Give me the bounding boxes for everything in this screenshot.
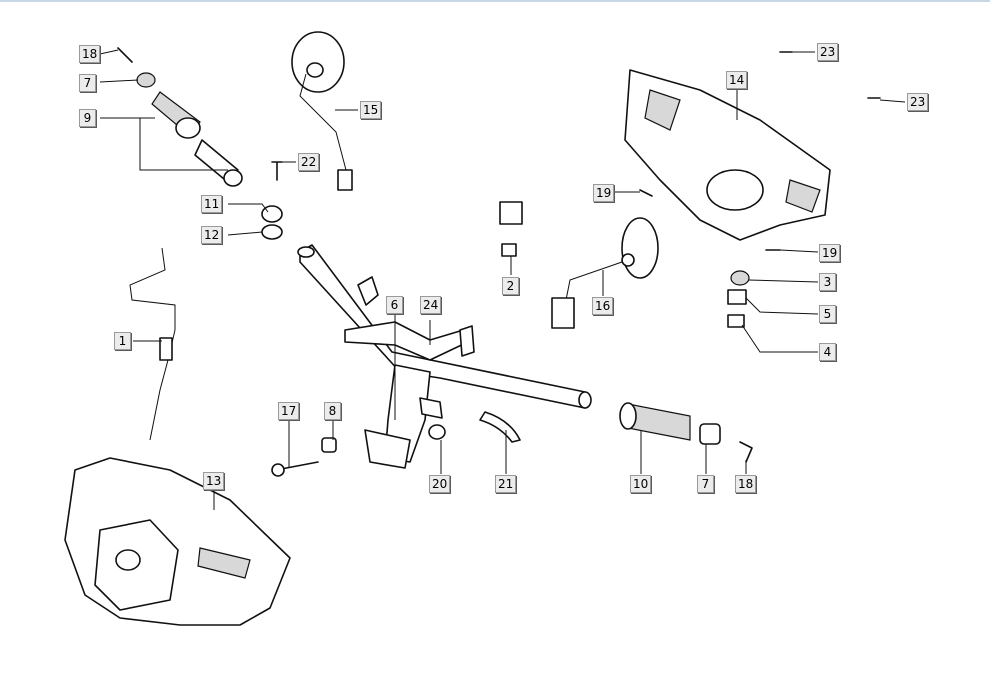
handlebar: [297, 244, 592, 469]
callout-11: 11: [201, 195, 223, 213]
cap-7-right: [699, 423, 721, 445]
left-grip: [151, 91, 243, 187]
callout-15: 15: [360, 101, 382, 119]
throttle-cable: [129, 247, 176, 441]
switch-4: [727, 314, 745, 328]
callout-19-right: 19: [819, 244, 841, 262]
callout-18-right: 18: [735, 475, 757, 493]
rear-handlebar-cover: [624, 69, 831, 241]
screw-19a: [639, 189, 653, 197]
switch-5: [727, 289, 747, 305]
callout-3: 3: [819, 273, 836, 291]
callout-10: 10: [630, 475, 652, 493]
nut-20: [428, 424, 446, 440]
callout-21: 21: [495, 475, 517, 493]
callout-14: 14: [726, 71, 748, 89]
callout-23-top: 23: [817, 43, 839, 61]
callout-19-left: 19: [593, 184, 615, 202]
callout-22: 22: [298, 153, 320, 171]
cable-adjuster: [159, 337, 173, 361]
screw-22: [271, 161, 283, 181]
spacer-8: [321, 437, 337, 453]
bolt-18-right: [739, 441, 753, 463]
callout-6: 6: [386, 296, 403, 314]
callout-7-left: 7: [79, 74, 96, 92]
callout-9: 9: [79, 109, 96, 127]
callout-5: 5: [819, 305, 836, 323]
callout-2: 2: [502, 277, 519, 295]
callout-4: 4: [819, 343, 836, 361]
mirror-left: [291, 31, 353, 191]
bolt-18-left: [117, 47, 133, 63]
leader-lines: [99, 49, 906, 510]
band-21: [479, 411, 521, 443]
mirror-right: [551, 217, 659, 329]
right-grip: [619, 402, 691, 441]
callout-24: 24: [420, 296, 442, 314]
top-border: [0, 0, 990, 2]
callout-17: 17: [278, 402, 300, 420]
callout-1: 1: [114, 332, 131, 350]
callout-16: 16: [592, 297, 614, 315]
switch-block-2: [499, 201, 523, 225]
callout-7-right: 7: [697, 475, 714, 493]
callout-13: 13: [203, 472, 225, 490]
callout-12: 12: [201, 226, 223, 244]
switch-3: [730, 270, 750, 286]
front-handlebar-cover: [64, 457, 291, 626]
switch-12: [261, 224, 283, 240]
callout-20: 20: [429, 475, 451, 493]
callout-18-left: 18: [79, 45, 101, 63]
switch-2: [501, 243, 517, 257]
callout-8: 8: [324, 402, 341, 420]
cap-7-left: [136, 72, 156, 88]
callout-23-right: 23: [907, 93, 929, 111]
